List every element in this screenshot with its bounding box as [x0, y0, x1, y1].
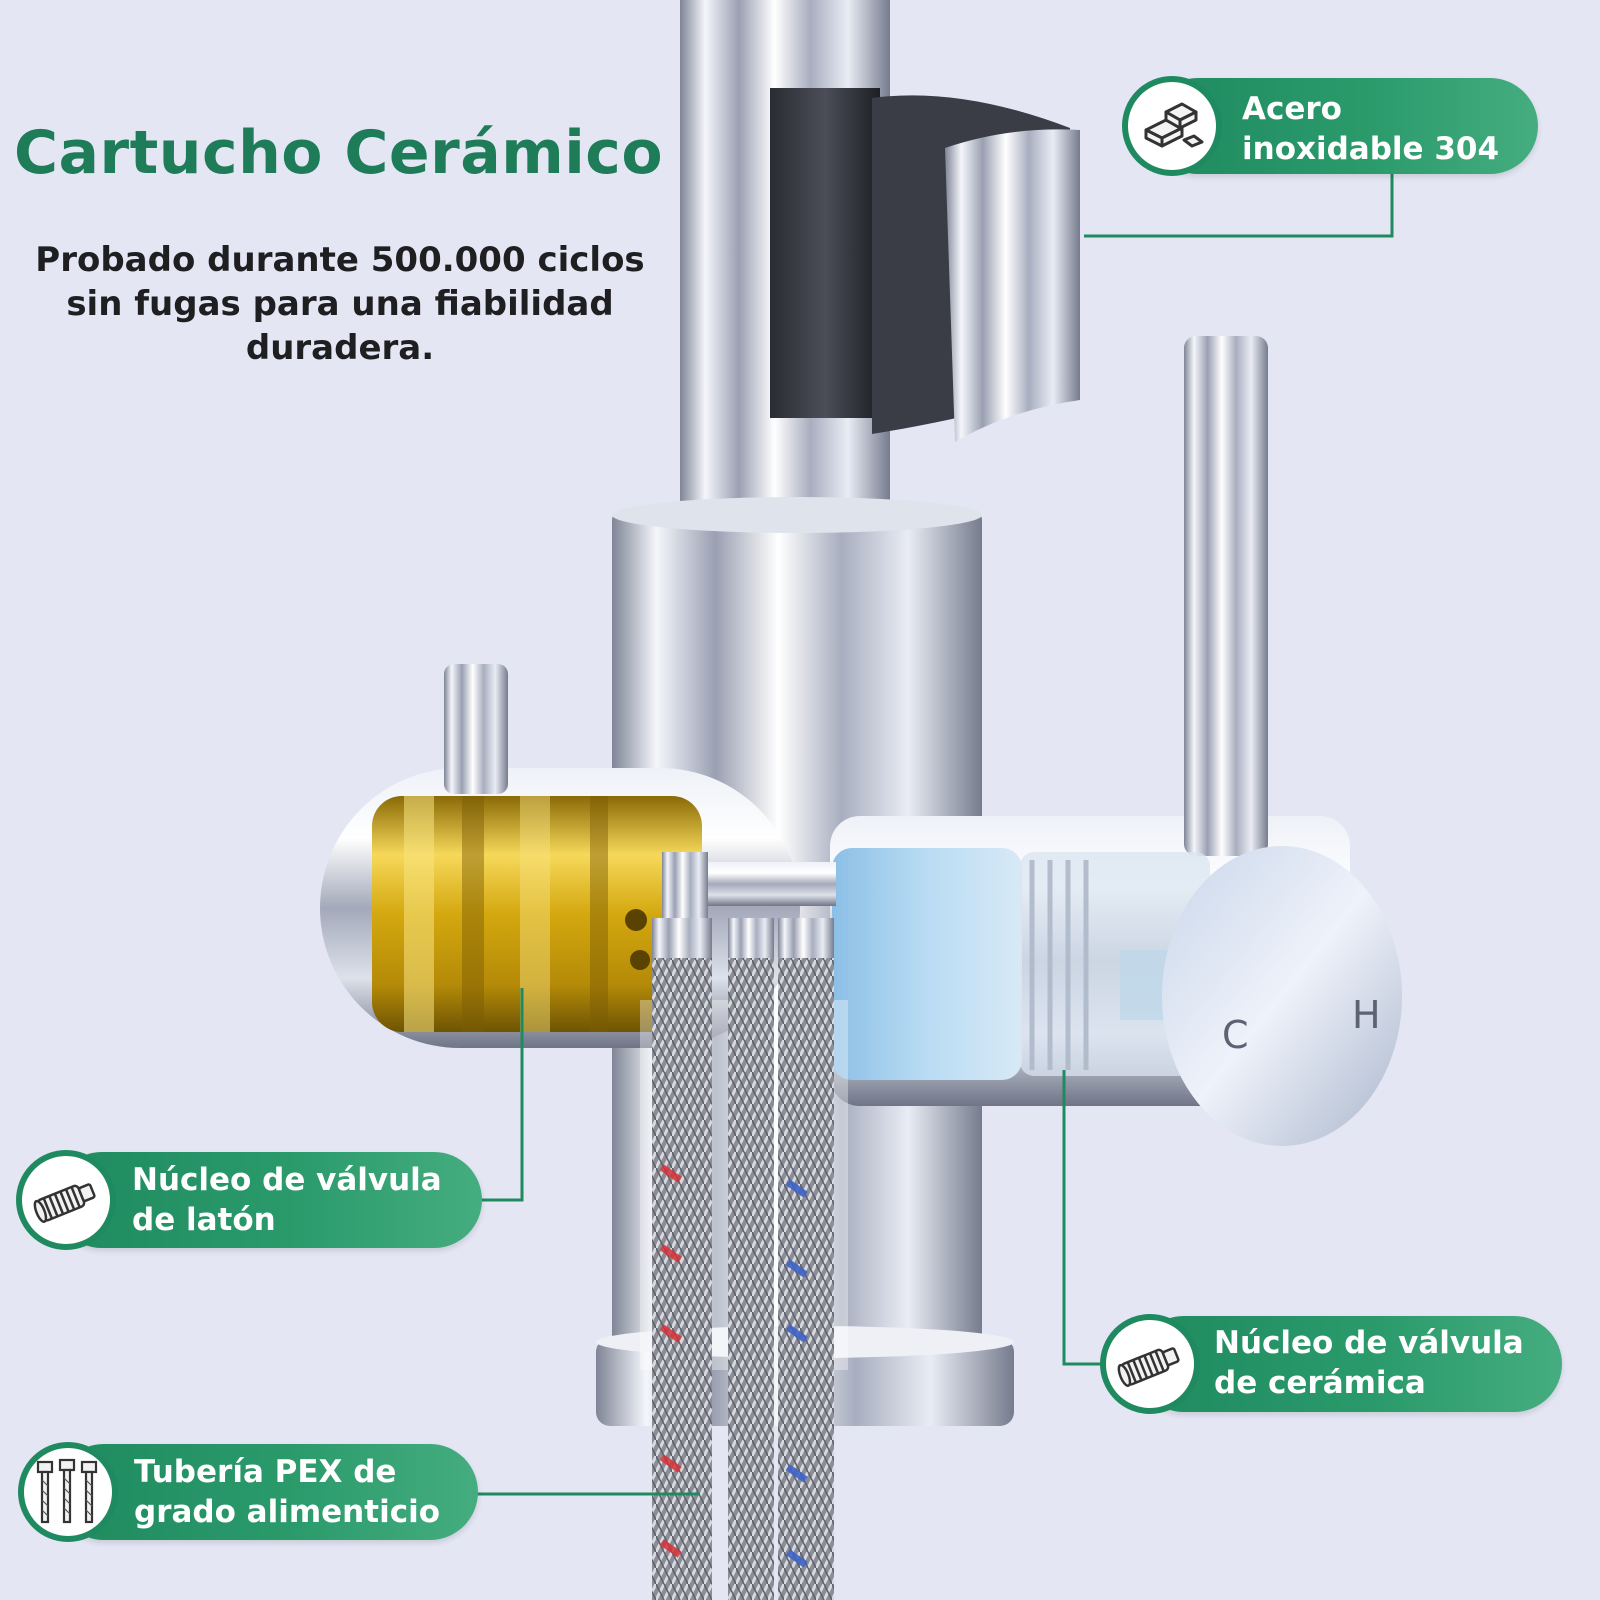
- holder-band: [770, 88, 880, 418]
- hose-middle: [728, 930, 774, 1600]
- description-line: sin fugas para una fiabilidad: [66, 284, 614, 324]
- hose-left: [652, 930, 712, 1600]
- leader-lines: [476, 168, 1394, 1496]
- description-line: Probado durante 500.000 ciclos: [35, 240, 645, 280]
- body-top-rim: [612, 497, 982, 533]
- hot-hose-markers: [659, 1164, 682, 1558]
- pex-hose-icon: [18, 1442, 118, 1542]
- callout-steel-text: Acero inoxidable 304: [1242, 91, 1500, 167]
- hot-marking: H: [1352, 993, 1381, 1037]
- ceramic-valve-core: [832, 848, 1022, 1080]
- description-line: duradera.: [245, 328, 435, 368]
- callout-brass: [54, 1152, 482, 1248]
- ceramic-cartridge-icon: [1100, 1314, 1200, 1414]
- cold-hose-markers: [785, 1179, 808, 1568]
- description: Probado durante 500.000 ciclos sin fugas…: [20, 238, 660, 370]
- callout-pex-text: Tubería PEX de grado alimenticio: [134, 1454, 440, 1530]
- steel-bars-icon: [1122, 76, 1222, 176]
- brass-valve-core: [372, 796, 702, 1032]
- brass-cartridge-icon: [16, 1150, 116, 1250]
- callout-ceramic-text: Núcleo de válvula de cerámica: [1214, 1325, 1524, 1401]
- cold-marking: C: [1222, 1013, 1249, 1057]
- callout-brass-text: Núcleo de válvula de latón: [132, 1162, 442, 1238]
- callout-ceramic: [1136, 1316, 1562, 1412]
- handle-end-cap: [1162, 846, 1402, 1146]
- holder-bracket-front: [945, 129, 1080, 442]
- callout-pex: [56, 1444, 478, 1540]
- right-lever: [1184, 336, 1268, 856]
- headline: Cartucho Cerámico: [14, 118, 664, 188]
- left-lever: [444, 664, 508, 794]
